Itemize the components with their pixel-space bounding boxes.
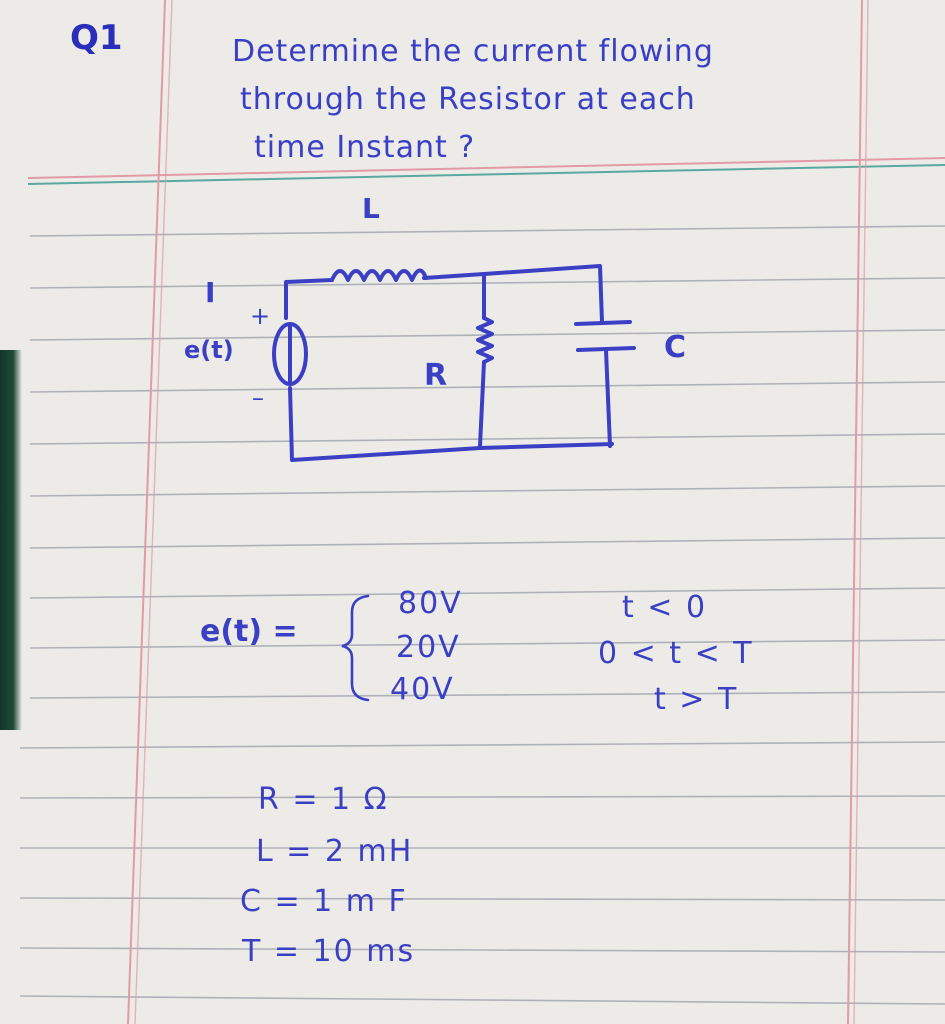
capacitor-label: C <box>664 330 687 365</box>
wire-capacitor-bottom <box>604 348 612 448</box>
case-condition-2: 0 < t < T <box>598 636 754 671</box>
param-resistance: R = 1 Ω <box>258 782 389 817</box>
current-label: I <box>205 276 216 309</box>
resistor-zigzag <box>476 316 494 364</box>
piecewise-lhs: e(t) = <box>200 614 298 649</box>
param-period: T = 10 ms <box>242 934 416 969</box>
wire-resistor-bottom <box>478 360 486 448</box>
question-line-3: time Instant ? <box>254 130 476 165</box>
wire-top-left <box>284 278 334 320</box>
plus-sign: + <box>250 302 271 330</box>
capacitor-plate-top <box>574 320 632 326</box>
case-condition-3: t > T <box>654 682 739 717</box>
source-label: e(t) <box>184 336 234 364</box>
inductor-coil <box>330 268 428 282</box>
param-capacitance: C = 1 m F <box>240 884 408 919</box>
question-line-1: Determine the current flowing <box>232 34 714 69</box>
param-inductance: L = 2 mH <box>256 834 414 869</box>
case-value-1: 80V <box>398 586 463 621</box>
case-condition-1: t < 0 <box>622 590 708 625</box>
wire-bottom <box>288 386 614 462</box>
question-line-2: through the Resistor at each <box>240 82 696 117</box>
wire-top-right <box>422 264 604 324</box>
minus-sign: – <box>252 384 264 412</box>
inductor-label: L <box>362 192 380 225</box>
resistor-label: R <box>424 358 448 393</box>
case-value-2: 20V <box>396 630 461 665</box>
background-edge <box>0 350 22 730</box>
case-value-3: 40V <box>390 672 455 707</box>
question-number: Q1 <box>70 18 123 58</box>
